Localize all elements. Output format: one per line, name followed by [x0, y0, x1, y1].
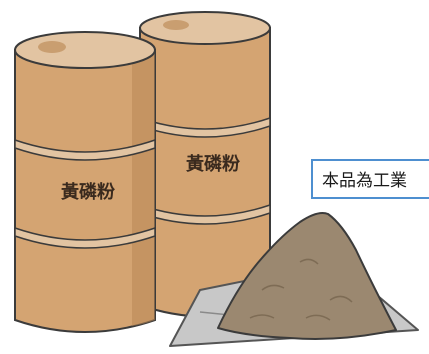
drum-front-hoop-2: [14, 226, 156, 249]
drum-back-hoop-2: [139, 203, 271, 225]
note-box: 本品為工業: [311, 159, 429, 199]
powder-pile-texture: [249, 258, 353, 321]
drum-front-hoop-1: [14, 138, 156, 161]
drum-front-shade: [132, 50, 155, 326]
drum-front-bung: [38, 41, 66, 53]
drum-back-label: 黃磷粉: [185, 153, 240, 175]
note-box-frame: [311, 159, 429, 199]
powder-pile: [217, 212, 397, 340]
powder-pile-body: [217, 212, 397, 340]
drum-back: 黃磷粉: [139, 11, 271, 318]
drum-front-label: 黃磷粉: [60, 181, 115, 203]
drum-front: 黃磷粉: [14, 31, 156, 333]
note-box-text: 本品為工業: [322, 171, 407, 191]
drum-front-lid: [14, 31, 156, 69]
drum-back-hoop-1: [139, 116, 271, 138]
drum-back-bung: [163, 20, 189, 30]
drum-back-lid: [139, 11, 271, 45]
